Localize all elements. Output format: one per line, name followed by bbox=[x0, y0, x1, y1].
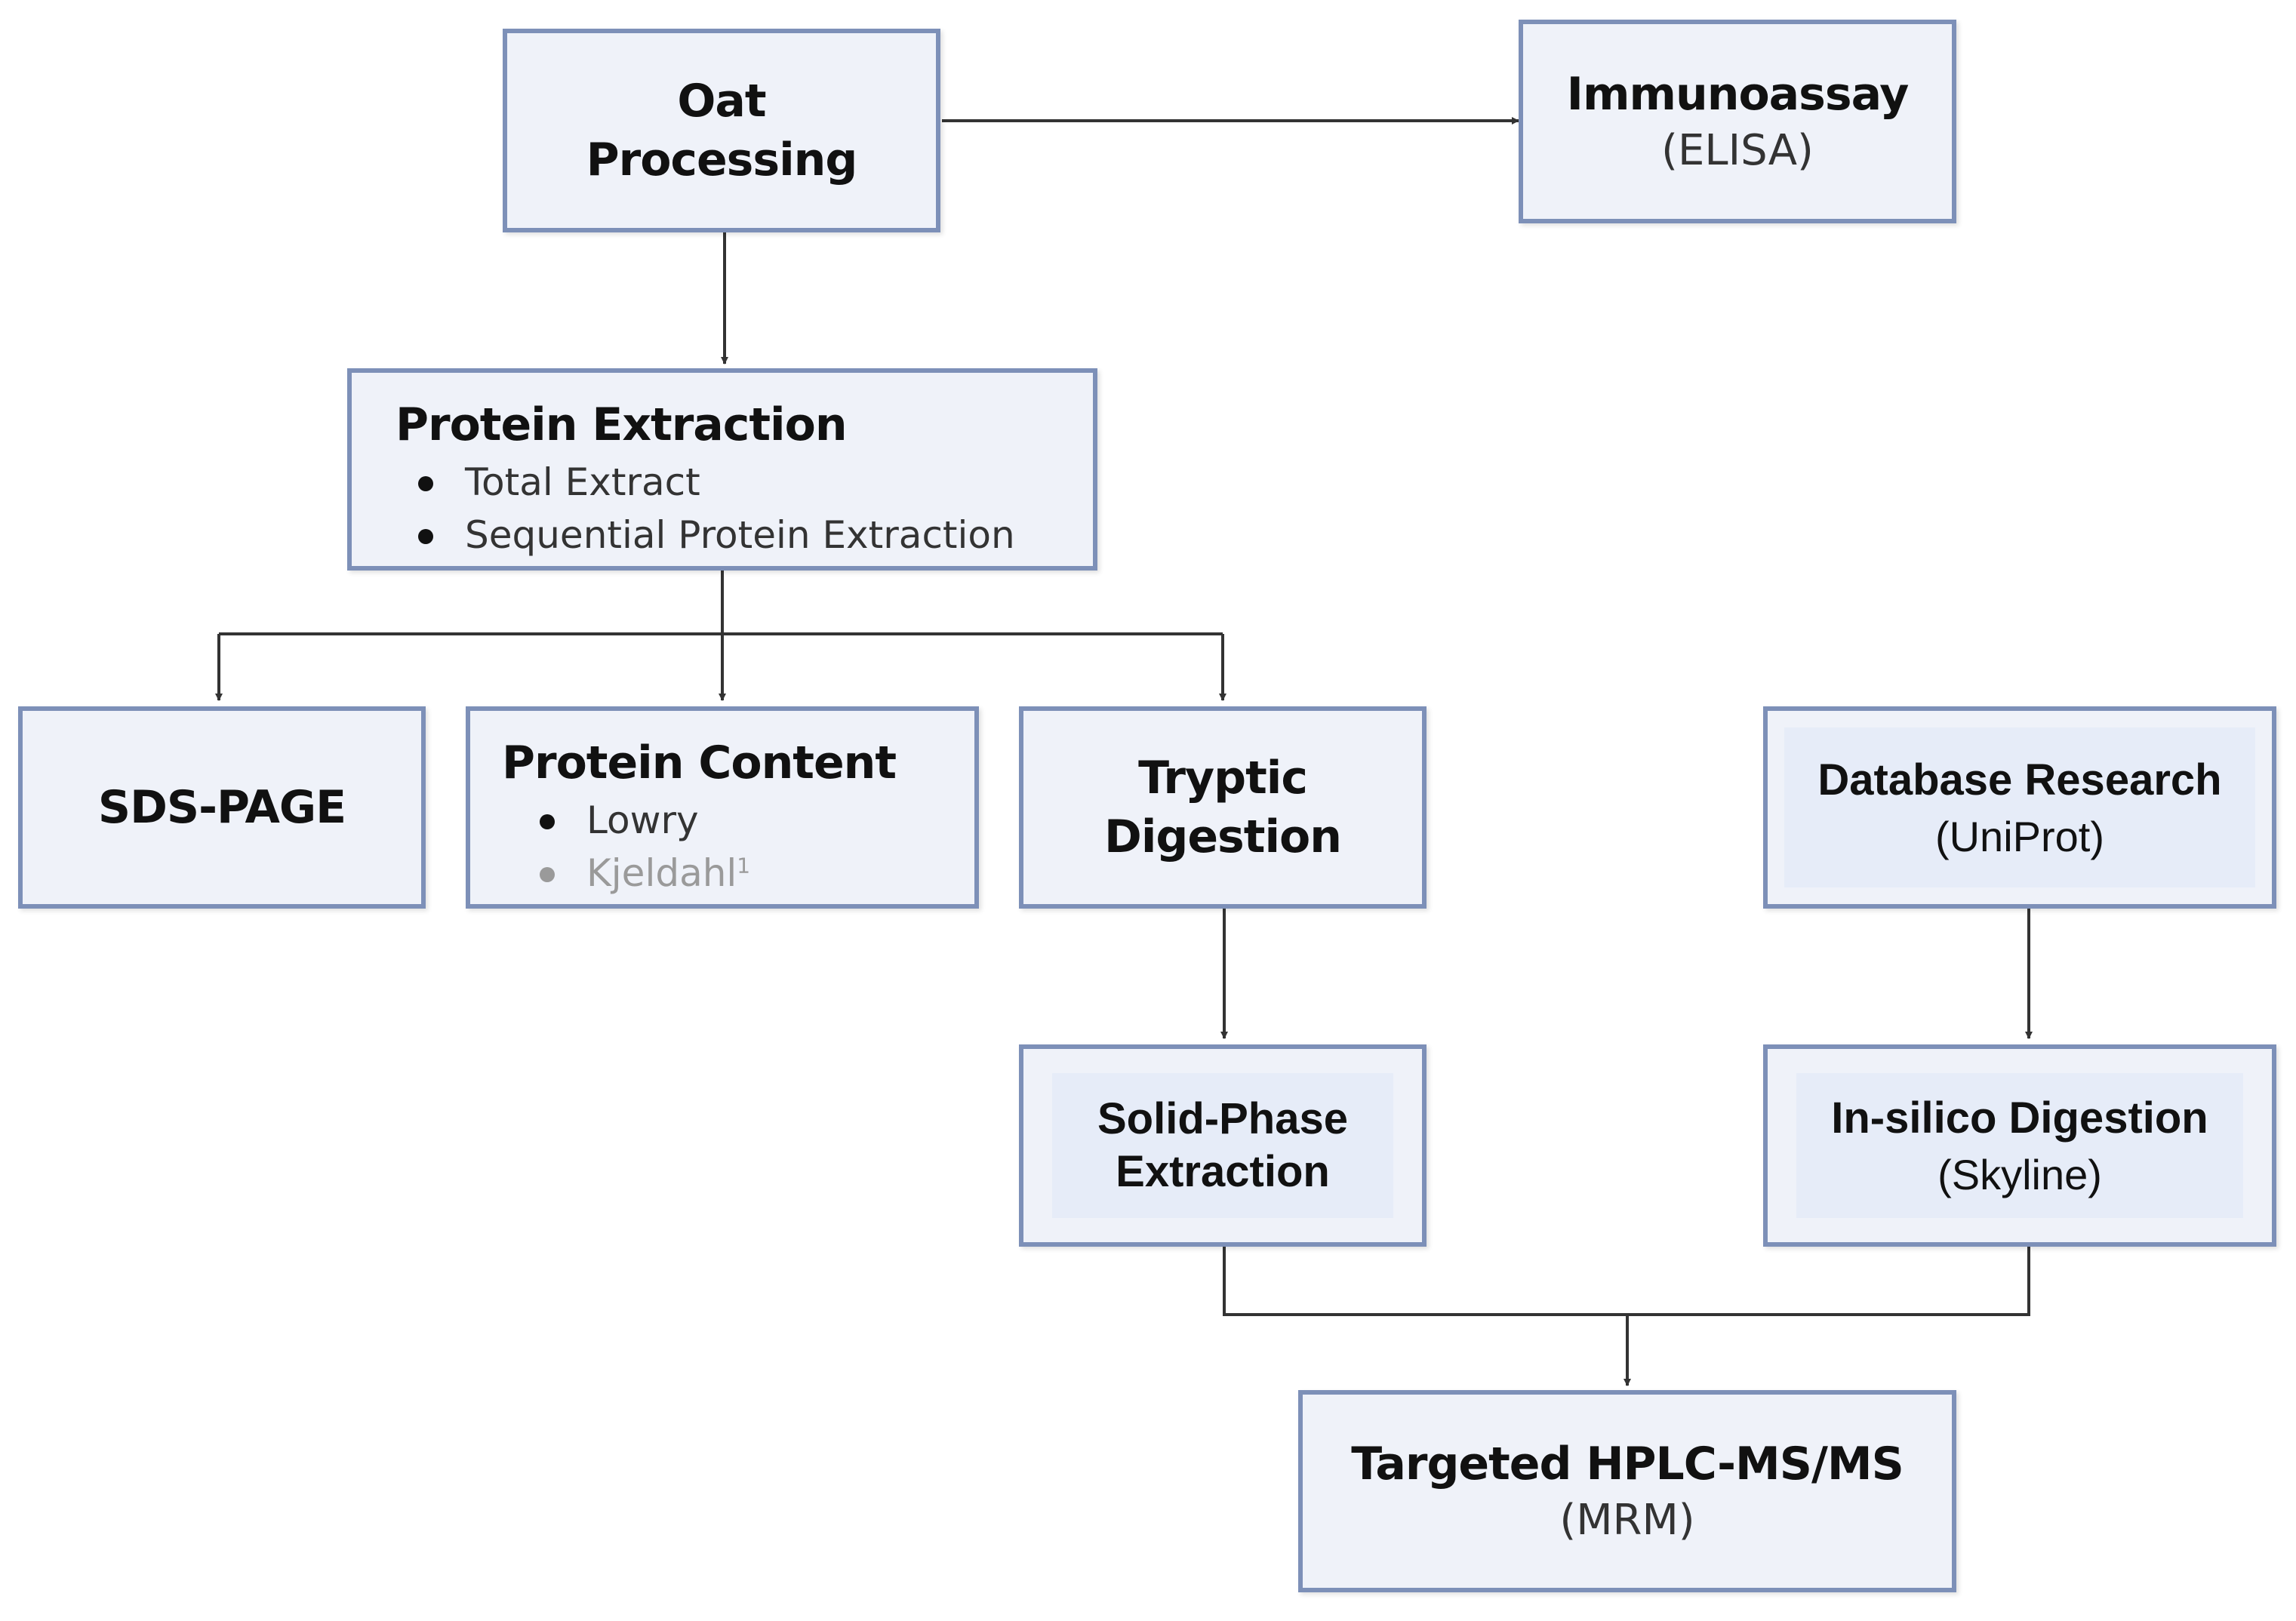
node-immunoassay-subtitle: (ELISA) bbox=[1661, 126, 1814, 175]
node-insilico-digestion-title: In-silico Digestion bbox=[1831, 1093, 2208, 1143]
node-tryptic-digestion-title-line2: Digestion bbox=[1104, 810, 1342, 863]
node-solid-phase-extraction-title-line2: Extraction bbox=[1116, 1147, 1330, 1196]
footnote-marker: 1 bbox=[737, 853, 751, 878]
node-insilico-digestion-subtitle: (Skyline) bbox=[1937, 1151, 2102, 1198]
node-oat-processing-title-line1: Oat bbox=[677, 75, 766, 128]
node-protein-extraction-list: Total Extract Sequential Protein Extract… bbox=[418, 456, 1015, 561]
node-protein-extraction-title: Protein Extraction bbox=[395, 398, 848, 451]
node-protein-extraction-item-sequential: Sequential Protein Extraction bbox=[418, 509, 1015, 561]
node-oat-processing-title-line2: Processing bbox=[586, 134, 858, 186]
connector-merge bbox=[1223, 1247, 2030, 1316]
node-sds-page: SDS-PAGE bbox=[18, 706, 426, 909]
node-targeted-hplc-msms-title: Targeted HPLC-MS/MS bbox=[1351, 1438, 1904, 1490]
node-solid-phase-extraction-title-line1: Solid-Phase bbox=[1097, 1094, 1348, 1143]
node-database-research-subtitle: (UniProt) bbox=[1934, 813, 2104, 860]
node-protein-content-title: Protein Content bbox=[502, 737, 897, 789]
connector-extraction-branch bbox=[219, 571, 1223, 635]
node-solid-phase-extraction: Solid-Phase Extraction bbox=[1019, 1044, 1427, 1247]
node-protein-content: Protein Content Lowry Kjeldahl1 bbox=[466, 706, 979, 909]
node-tryptic-digestion: Tryptic Digestion bbox=[1019, 706, 1427, 909]
node-protein-content-item-lowry: Lowry bbox=[540, 794, 750, 847]
node-sds-page-title: SDS-PAGE bbox=[97, 781, 346, 834]
node-tryptic-digestion-title-line1: Tryptic bbox=[1138, 752, 1308, 804]
node-protein-content-list: Lowry Kjeldahl1 bbox=[540, 794, 750, 900]
node-solid-phase-extraction-inner-panel bbox=[1052, 1073, 1393, 1218]
node-protein-content-kjeldahl-label: Kjeldahl bbox=[586, 851, 737, 895]
node-targeted-hplc-msms: Targeted HPLC-MS/MS (MRM) bbox=[1298, 1390, 1956, 1592]
node-protein-extraction: Protein Extraction Total Extract Sequent… bbox=[347, 368, 1097, 571]
node-database-research: Database Research (UniProt) bbox=[1763, 706, 2276, 909]
node-protein-extraction-item-total: Total Extract bbox=[418, 456, 1015, 509]
node-oat-processing: Oat Processing bbox=[503, 29, 940, 232]
node-targeted-hplc-msms-subtitle: (MRM) bbox=[1559, 1496, 1695, 1545]
node-insilico-digestion: In-silico Digestion (Skyline) bbox=[1763, 1044, 2276, 1247]
node-database-research-title: Database Research bbox=[1817, 755, 2222, 804]
node-immunoassay: Immunoassay (ELISA) bbox=[1519, 20, 1956, 223]
node-immunoassay-title: Immunoassay bbox=[1566, 68, 1910, 121]
node-database-research-inner-panel bbox=[1784, 727, 2255, 887]
node-protein-content-item-kjeldahl: Kjeldahl1 bbox=[540, 847, 750, 900]
node-insilico-digestion-inner-panel bbox=[1796, 1073, 2243, 1218]
